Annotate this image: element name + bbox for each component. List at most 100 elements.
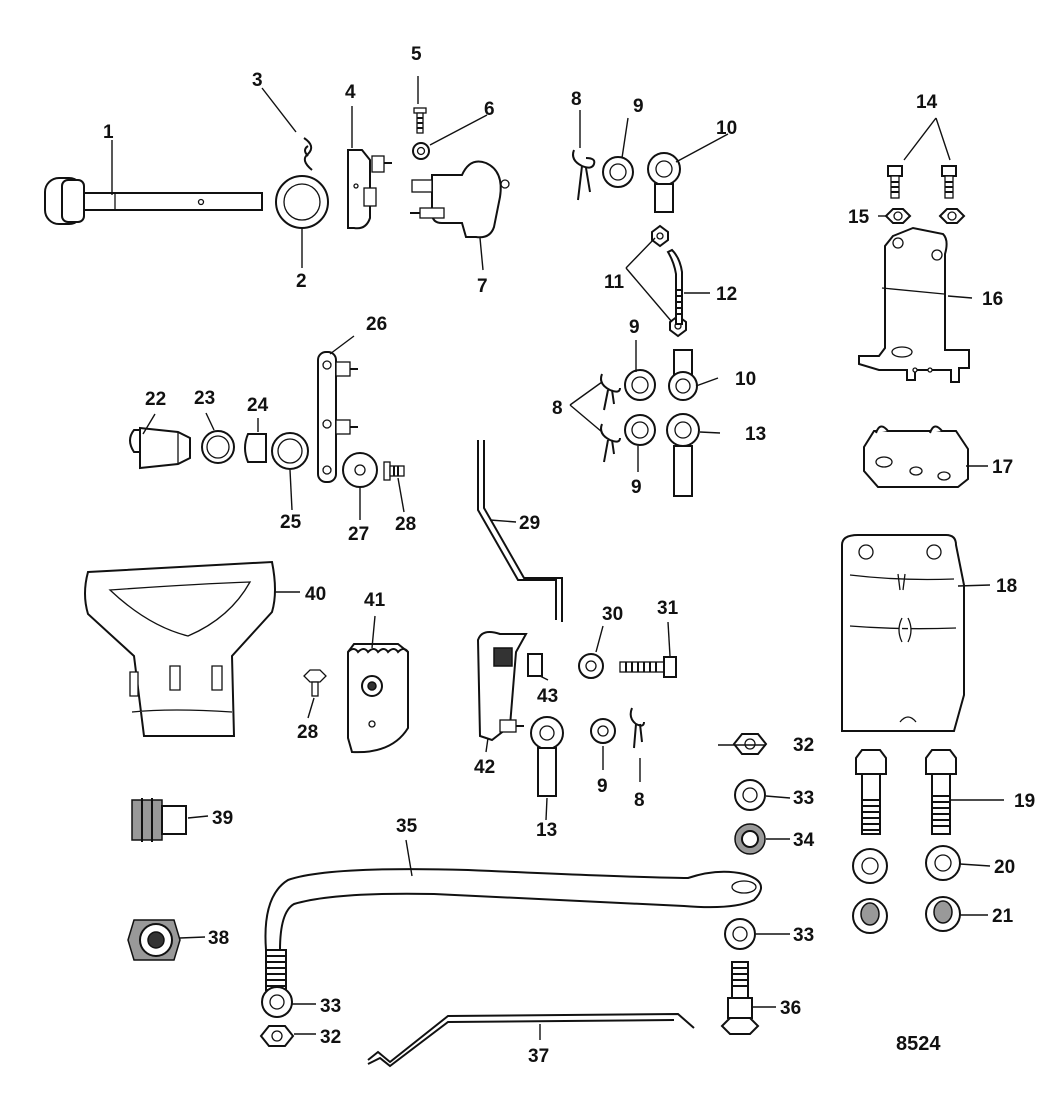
- part-5-screw: [413, 107, 427, 134]
- callout-35: 35: [396, 816, 418, 837]
- callout-21: 21: [992, 906, 1014, 927]
- callout-18: 18: [996, 576, 1017, 597]
- part-14-bolt-left: [887, 165, 903, 199]
- part-42-shift-lever: [476, 631, 528, 742]
- part-30-washer: [578, 653, 604, 679]
- part-25-ring: [271, 432, 309, 470]
- callout-38: 38: [208, 928, 229, 949]
- part-9-washer-top: [602, 156, 634, 188]
- part-9-washer-bottom: [590, 718, 616, 744]
- callout-10-top: 10: [716, 118, 737, 139]
- callout-4: 4: [345, 82, 356, 103]
- part-32-nut-upper: [732, 733, 768, 755]
- part-23-bushing: [201, 430, 235, 464]
- part-32-nut-lower: [259, 1025, 295, 1047]
- part-19-bolt-left: [855, 749, 887, 835]
- callout-10-mid: 10: [735, 369, 756, 390]
- callout-33-middle: 33: [793, 925, 814, 946]
- part-36-shoulder-bolt: [720, 961, 760, 1035]
- part-9-washer-mid: [624, 369, 656, 401]
- callout-8-top: 8: [571, 89, 582, 110]
- callout-36: 36: [780, 998, 801, 1019]
- callout-17: 17: [992, 457, 1013, 478]
- part-28-screw-upper: [383, 461, 405, 481]
- part-17-clamp: [863, 425, 969, 488]
- drawing-number: 8524: [896, 1033, 941, 1055]
- part-12-link-rod: [666, 248, 683, 325]
- part-38-bushing: [127, 919, 181, 961]
- part-8-cotter-pin-top: [572, 149, 596, 201]
- callout-13-bottom: 13: [536, 820, 557, 841]
- callout-25: 25: [280, 512, 302, 533]
- callout-1: 1: [103, 122, 114, 143]
- part-9-washer-low: [624, 414, 656, 446]
- callout-22: 22: [145, 389, 166, 410]
- part-41-bracket: [347, 643, 409, 754]
- callout-31: 31: [657, 598, 679, 619]
- callout-24: 24: [247, 395, 269, 416]
- callout-39: 39: [212, 808, 233, 829]
- part-10-ball-joint-top: [647, 152, 681, 213]
- part-35-link-rod: [264, 868, 763, 991]
- part-43-spacer: [527, 653, 543, 677]
- part-27-washer: [342, 452, 378, 488]
- callout-14: 14: [916, 92, 938, 113]
- part-26-lever-plate: [317, 351, 358, 483]
- part-8-cotter-pin-mid: [600, 373, 621, 411]
- part-40-handle-cover: [84, 560, 276, 737]
- part-21-lockwasher-right: [925, 896, 961, 932]
- part-13-ball-joint-top: [666, 413, 700, 497]
- part-8-cotter-pin-bottom: [629, 707, 645, 749]
- callout-5: 5: [411, 44, 422, 65]
- callout-40: 40: [305, 584, 326, 605]
- callout-8-mid: 8: [552, 398, 563, 419]
- part-31-bolt: [619, 656, 677, 678]
- callout-33-lower: 33: [320, 996, 341, 1017]
- callout-32-upper: 32: [793, 735, 814, 756]
- callout-33-upper: 33: [793, 788, 814, 809]
- callout-2: 2: [296, 271, 307, 292]
- callout-29: 29: [519, 513, 540, 534]
- part-34-locknut: [734, 823, 766, 855]
- part-10-ball-joint-mid: [668, 349, 698, 401]
- callout-7: 7: [477, 276, 488, 297]
- part-13-ball-joint-bottom: [530, 716, 564, 797]
- callout-32-lower: 32: [320, 1027, 341, 1048]
- callout-labels: 1 2 3 4 5 6 7 8 9 10 11 12 9 10 8 13 9 1…: [103, 44, 1035, 1067]
- part-7-switch: [410, 160, 510, 239]
- part-21-lockwasher-left: [852, 898, 888, 934]
- part-37-wire-rod: [367, 1012, 695, 1068]
- part-2-ring: [275, 175, 329, 229]
- callout-41: 41: [364, 590, 386, 611]
- callout-34: 34: [793, 830, 815, 851]
- part-6-washer: [412, 142, 430, 160]
- part-39-grommet: [131, 798, 187, 842]
- part-33-washer-lower: [261, 986, 293, 1018]
- part-33-washer-upper: [734, 779, 766, 811]
- part-20-washer-left: [852, 848, 888, 884]
- part-24-sleeve: [244, 433, 267, 463]
- part-3-clip: [303, 137, 313, 171]
- callout-15: 15: [848, 207, 870, 228]
- callout-6: 6: [484, 99, 495, 120]
- callout-9-low: 9: [631, 477, 642, 498]
- callout-26: 26: [366, 314, 387, 335]
- callout-9-bottom: 9: [597, 776, 608, 797]
- callout-19: 19: [1014, 791, 1035, 812]
- callout-30: 30: [602, 604, 623, 625]
- callout-8-bottom: 8: [634, 790, 645, 811]
- callout-9-mid: 9: [629, 317, 640, 338]
- callout-11: 11: [604, 272, 625, 293]
- callout-42: 42: [474, 757, 495, 778]
- part-1-handle-shaft: [44, 177, 263, 225]
- part-8-cotter-pin-low: [600, 423, 621, 463]
- part-16-bracket: [858, 226, 970, 383]
- part-14-bolt-right: [941, 165, 957, 199]
- callout-23: 23: [194, 388, 215, 409]
- callout-28-lower: 28: [297, 722, 318, 743]
- part-11-nut-upper: [651, 224, 669, 248]
- callout-43: 43: [537, 686, 558, 707]
- callout-37: 37: [528, 1046, 549, 1067]
- callout-12: 12: [716, 284, 737, 305]
